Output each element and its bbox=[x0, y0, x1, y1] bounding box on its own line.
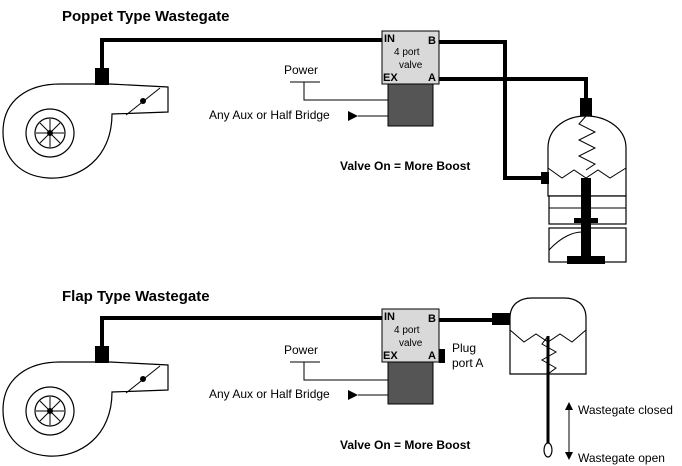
wastegate-open-label: Wastegate open bbox=[578, 451, 665, 465]
poppet-power-label: Power bbox=[284, 63, 318, 77]
flap-pipe-in bbox=[100, 316, 382, 346]
poppet-turbo-compressor bbox=[2, 83, 169, 179]
flap-aux-label: Any Aux or Half Bridge bbox=[209, 387, 330, 401]
poppet-pipe-in bbox=[100, 38, 382, 68]
flap-4-port-valve: IN B 4 port valve EX A bbox=[381, 308, 440, 363]
flap-plug-line2: port A bbox=[452, 356, 483, 370]
flap-port-ex: EX bbox=[383, 350, 398, 362]
flap-note: Valve On = More Boost bbox=[340, 438, 470, 452]
flap-valve-line1: 4 port bbox=[394, 325, 420, 336]
poppet-port-b: B bbox=[428, 35, 436, 47]
flap-power-label: Power bbox=[284, 343, 318, 357]
flap-turbo-compressor bbox=[2, 361, 169, 457]
poppet-port-in: IN bbox=[384, 33, 395, 45]
flap-title: Flap Type Wastegate bbox=[62, 288, 210, 305]
poppet-aux-label: Any Aux or Half Bridge bbox=[209, 108, 330, 122]
flap-port-in: IN bbox=[384, 311, 395, 323]
flap-actuator bbox=[509, 297, 587, 458]
flap-valve-line2: valve bbox=[399, 338, 423, 349]
poppet-actuator bbox=[541, 98, 627, 264]
poppet-title: Poppet Type Wastegate bbox=[62, 8, 230, 25]
flap-port-a: A bbox=[428, 350, 436, 362]
flap-direction-arrow bbox=[565, 402, 573, 460]
wastegate-closed-label: Wastegate closed bbox=[578, 403, 673, 417]
poppet-port-a: A bbox=[428, 72, 436, 84]
poppet-turbo-fitting bbox=[95, 68, 109, 85]
poppet-aux-arrow bbox=[348, 111, 358, 121]
flap-plug-line1: Plug bbox=[452, 341, 476, 355]
flap-port-a-plug bbox=[439, 349, 445, 363]
flap-actuator-fitting bbox=[492, 313, 510, 325]
flap-rod-eye bbox=[543, 442, 553, 458]
poppet-valve-head bbox=[567, 256, 605, 264]
poppet-note: Valve On = More Boost bbox=[340, 159, 470, 173]
poppet-solenoid bbox=[387, 83, 434, 127]
poppet-pipe-b bbox=[439, 40, 548, 180]
poppet-pipe-a bbox=[439, 77, 588, 100]
flap-turbo-fitting bbox=[95, 346, 109, 363]
flap-power-wire bbox=[303, 362, 388, 381]
flap-solenoid bbox=[387, 361, 434, 405]
poppet-spring bbox=[577, 115, 597, 171]
poppet-valve-line1: 4 port bbox=[394, 47, 420, 58]
poppet-valve-line2: valve bbox=[399, 60, 423, 71]
flap-port-b: B bbox=[428, 313, 436, 325]
flap-aux-arrow bbox=[348, 390, 358, 400]
poppet-power-wire bbox=[303, 82, 388, 101]
poppet-port-ex: EX bbox=[383, 72, 398, 84]
poppet-4-port-valve: IN B 4 port valve EX A bbox=[381, 30, 440, 85]
